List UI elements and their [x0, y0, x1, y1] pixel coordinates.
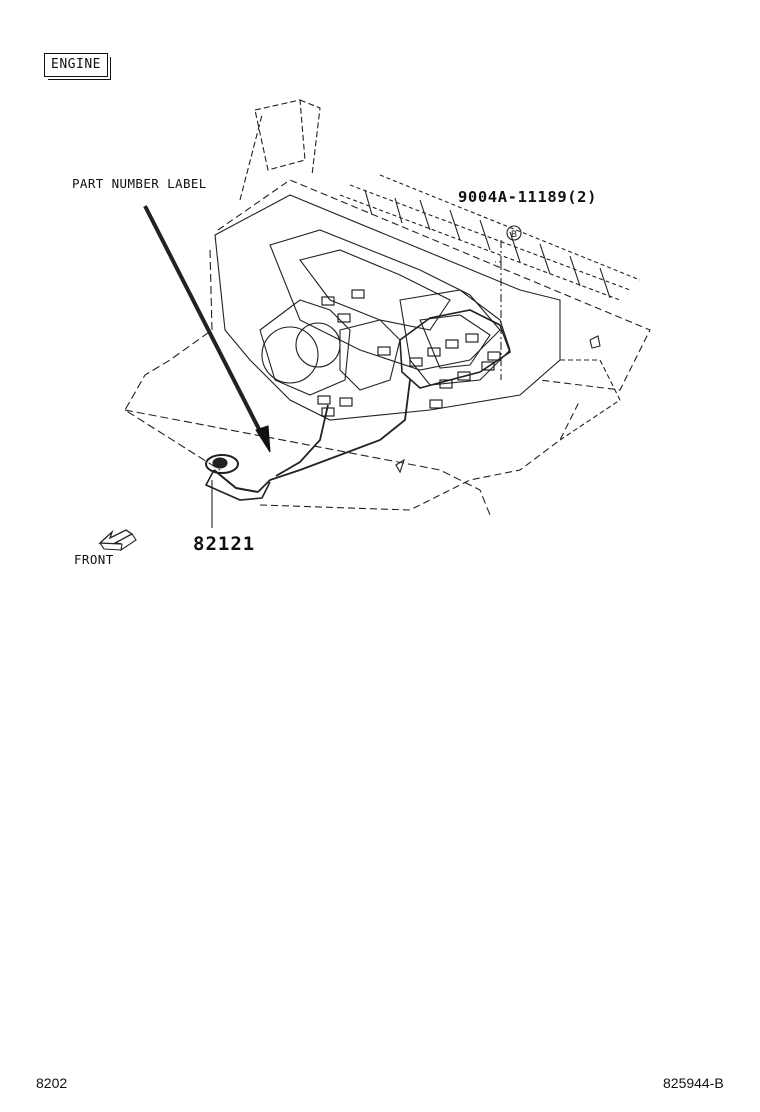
- section-label: ENGINE: [44, 53, 111, 80]
- front-direction-label: FRONT: [74, 552, 114, 567]
- sensor-part-callout: 82121: [193, 533, 256, 555]
- bolt-part-callout: 9004A-11189(2): [458, 188, 598, 206]
- page-number: 8202: [36, 1075, 68, 1091]
- part-number-label-callout: PART NUMBER LABEL: [72, 176, 207, 191]
- bolt-ref-letter: B: [511, 229, 517, 239]
- figure-number: 825944-B: [663, 1075, 724, 1091]
